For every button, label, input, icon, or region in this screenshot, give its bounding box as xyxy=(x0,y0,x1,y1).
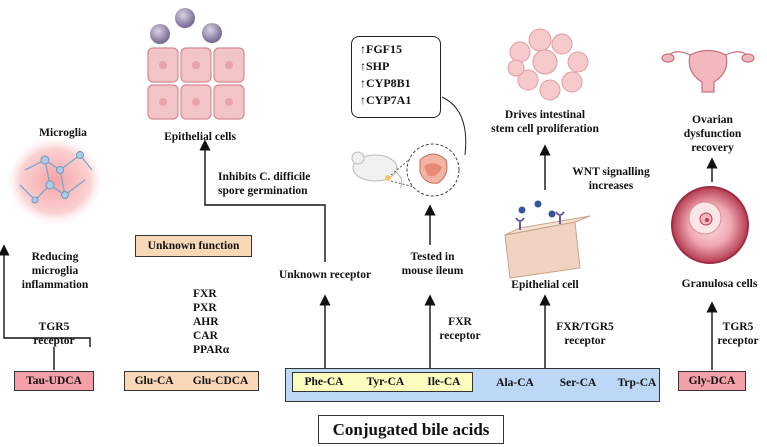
unknown-receptor-label: Unknown receptor xyxy=(278,269,372,281)
ala-ca-label: Ala-CA xyxy=(496,377,534,389)
epithelial-cells-label: Epithelial cells xyxy=(164,131,236,143)
tyr-ca-label: Tyr-CA xyxy=(366,376,405,388)
gene-fgf15: ↑FGF15 xyxy=(360,42,402,56)
tested-label: Tested in mouse ileum xyxy=(401,251,464,277)
phe-ca-label: Phe-CA xyxy=(304,376,344,388)
epithelial-cells-image xyxy=(147,8,245,120)
unknown-function-box: Unknown function xyxy=(135,235,252,257)
ser-ca-label: Ser-CA xyxy=(559,377,597,389)
organoid-image xyxy=(507,28,589,101)
microglia-label: Microglia xyxy=(39,127,87,139)
gly-dca-label: Gly-DCA xyxy=(688,375,736,387)
tau-udca-label: Tau-UDCA xyxy=(26,375,82,387)
mouse-image xyxy=(351,96,467,197)
gene-cyp7a1: ↑CYP7A1 xyxy=(360,93,412,107)
gly-dca-box: Gly-DCA xyxy=(678,371,746,391)
title-box: Conjugated bile acids xyxy=(318,415,504,444)
tau-effect-label: Reducing microglia inflammation xyxy=(21,251,89,291)
ile-ca-label: Ile-CA xyxy=(427,376,461,388)
glu-receptors-list: FXR PXR AHR CAR PPARα xyxy=(193,288,230,356)
ovarian-label: Ovarian dysfunction recovery xyxy=(683,114,742,154)
arrows xyxy=(0,139,718,370)
inhibits-label: Inhibits C. difficile spore germination xyxy=(218,171,311,197)
granulosa-label: Granulosa cells xyxy=(681,278,758,290)
microglia-image xyxy=(5,135,105,227)
gly-receptor-label: TGR5 receptor xyxy=(717,321,759,347)
glu-acids-box: Glu-CA Glu-CDCA xyxy=(124,371,259,391)
diagram-title: Conjugated bile acids xyxy=(332,419,490,439)
uterus-image xyxy=(661,49,755,93)
arrow-epithelial xyxy=(199,139,326,262)
arrow-tau-microglia xyxy=(0,244,91,347)
unknown-function-label: Unknown function xyxy=(147,240,240,252)
tau-udca-box: Tau-UDCA xyxy=(14,371,94,391)
glu-ca-label: Glu-CA xyxy=(134,375,174,387)
ile-receptor-label: FXR receptor xyxy=(439,316,481,342)
gene-shp: ↑SHP xyxy=(360,59,390,73)
ala-receptor-label: FXR/TGR5 receptor xyxy=(556,321,614,347)
tau-receptor-label: TGR5 receptor xyxy=(33,321,75,347)
drives-label: Drives intestinal stem cell proliferatio… xyxy=(491,109,599,135)
aromatic-acids-box: Phe-CA Tyr-CA Ile-CA xyxy=(292,372,473,392)
gene-list-box: ↑FGF15 ↑SHP ↑CYP8B1 ↑CYP7A1 xyxy=(351,36,441,118)
wnt-label: WNT signalling increases xyxy=(572,166,650,192)
epithelial-cell-label: Epithelial cell xyxy=(511,279,579,291)
gene-cyp8b1: ↑CYP8B1 xyxy=(360,76,411,90)
granulosa-image xyxy=(671,186,749,264)
epithelial-cell-image xyxy=(504,200,591,279)
glu-cdca-label: Glu-CDCA xyxy=(192,375,249,387)
trp-ca-label: Trp-CA xyxy=(617,377,657,389)
